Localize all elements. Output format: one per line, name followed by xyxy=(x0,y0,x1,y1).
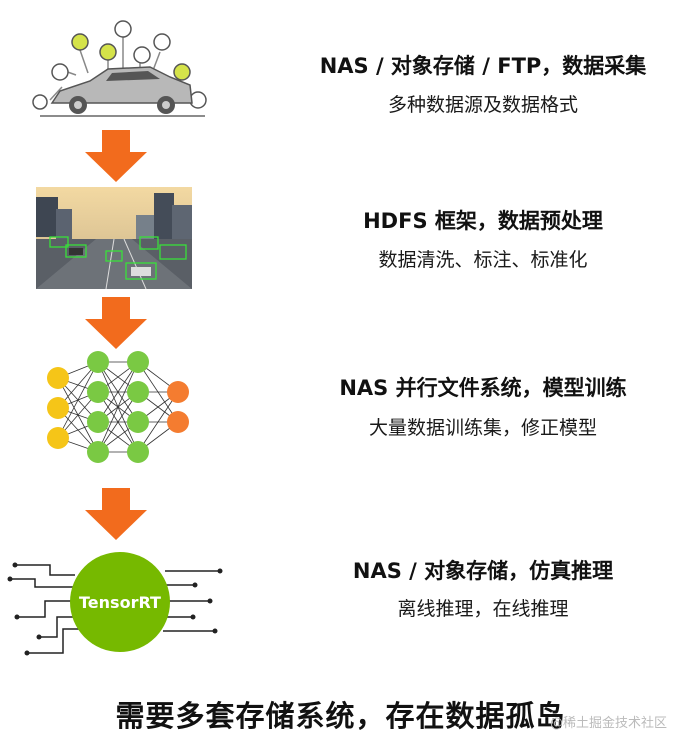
tensorrt-chip-icon: TensorRT xyxy=(5,545,235,667)
watermark: @稀土掘金技术社区 xyxy=(549,716,667,731)
step-4-subtitle: 离线推理，在线推理 xyxy=(397,598,569,620)
neural-network-icon xyxy=(40,350,196,470)
arrow-down-icon xyxy=(85,130,147,186)
step-2-title: HDFS 框架，数据预处理 xyxy=(363,209,603,233)
step-2-subtitle: 数据清洗、标注、标准化 xyxy=(378,249,588,271)
step-3-subtitle: 大量数据训练集，修正模型 xyxy=(368,417,597,439)
step-1-title: NAS / 对象存储 / FTP，数据采集 xyxy=(319,54,647,78)
step-3-title: NAS 并行文件系统，模型训练 xyxy=(339,376,627,400)
arrow-down-icon xyxy=(85,297,147,353)
traffic-detection-photo xyxy=(36,187,192,289)
conclusion-text: 需要多套存储系统，存在数据孤岛 xyxy=(115,699,566,733)
tensorrt-label: TensorRT xyxy=(79,593,161,612)
step-1-subtitle: 多种数据源及数据格式 xyxy=(387,94,578,116)
arrow-down-icon xyxy=(85,488,147,544)
step-4-title: NAS / 对象存储，仿真推理 xyxy=(352,559,614,583)
connected-car-icon xyxy=(30,15,220,120)
